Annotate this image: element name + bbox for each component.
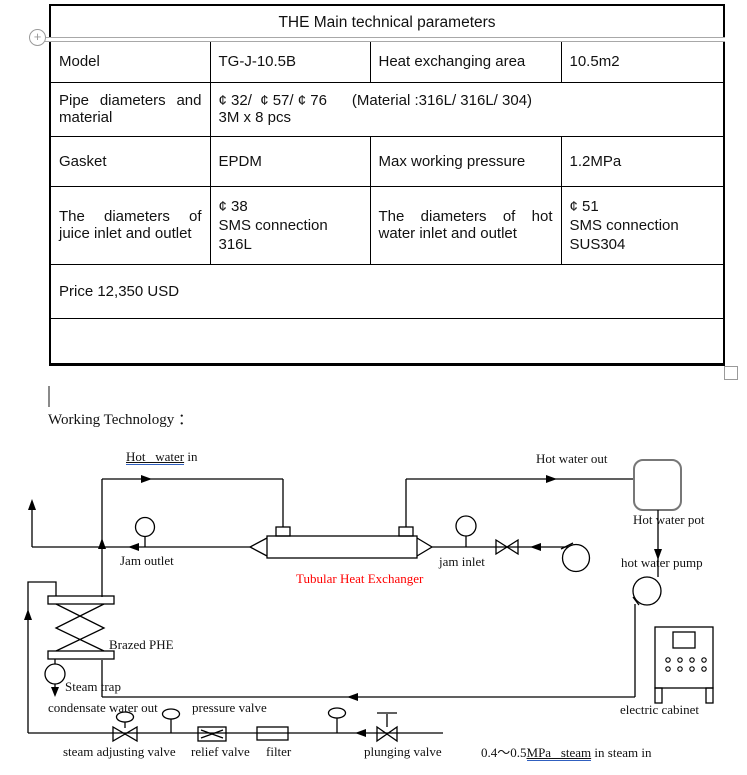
arrow-up-icon	[24, 609, 32, 620]
cell-price: Price 12,350 USD	[49, 263, 725, 319]
electric-cabinet-label: electric cabinet	[620, 702, 700, 717]
steam-spec-label: 0.4～0.5MPa steam in steam in	[481, 745, 652, 761]
tubular-heat-exchanger-label: Tubular Heat Exchanger	[296, 571, 424, 586]
horizontal-rule-artifact	[45, 37, 725, 42]
relief-valve-icon	[197, 726, 227, 742]
hot-water-pot-icon	[633, 459, 682, 511]
steam-adjusting-valve-icon	[112, 711, 138, 743]
jam-pump-icon	[560, 542, 591, 573]
table-row	[49, 317, 725, 365]
cell-empty	[49, 317, 725, 365]
arrow-up-icon	[28, 499, 36, 510]
hot-water-pump-icon	[632, 576, 662, 606]
hot-water-out-pipe	[405, 478, 634, 527]
hot-water-out-label: Hot water out	[536, 451, 608, 466]
cell-pipe-label: Pipe diameters and material	[49, 81, 211, 137]
plunging-valve-label: plunging valve	[364, 744, 442, 759]
table-row: Price 12,350 USD	[49, 263, 725, 319]
arrow-right-icon	[546, 475, 557, 483]
pump-return-pipe	[101, 604, 636, 698]
cell-juice-value: ¢ 38 SMS connection 316L	[209, 185, 371, 265]
table-row: Pipe diameters and material ¢ 32/ ¢ 57/ …	[49, 81, 725, 137]
tubular-heat-exchanger-icon	[248, 535, 434, 559]
pressure-gauge-icon	[134, 516, 156, 547]
arrow-left-icon	[128, 543, 139, 551]
table-row: The diameters of juice inlet and outlet …	[49, 185, 725, 265]
steam-trap-label: Steam trap	[65, 679, 121, 694]
exchanger-left-nozzle	[275, 526, 291, 537]
flow-arrows	[24, 475, 662, 737]
electric-cabinet-icon	[654, 626, 714, 704]
pressure-valve-icon	[161, 708, 181, 733]
jam-inlet-valve-icon	[495, 538, 519, 556]
hot-water-in-pipe	[101, 478, 284, 597]
condensate-water-out-label: condensate water out	[48, 700, 158, 715]
arrow-left-icon	[530, 543, 541, 551]
pressure-valve-label: pressure valve	[192, 700, 267, 715]
arrow-down-icon	[654, 549, 662, 560]
jam-outlet-pipe	[31, 508, 250, 548]
cell-hotwater-label: The diameters of hot water inlet and out…	[369, 185, 562, 265]
text-cursor	[48, 386, 50, 407]
arrow-left-icon	[355, 729, 366, 737]
exchanger-right-nozzle	[398, 526, 414, 537]
parameters-table: THE Main technical parameters Model TG-J…	[49, 4, 726, 366]
pipe-value-line2: 3M x 8 pcs	[218, 109, 292, 126]
cell-hotwater-value: ¢ 51 SMS connection SUS304	[560, 185, 725, 265]
pipe-value-line1: ¢ 32/ ¢ 57/ ¢ 76 (Material :316L/ 316L/ …	[218, 92, 533, 109]
arrow-up-icon	[98, 538, 106, 549]
steam-adjusting-valve-label: steam adjusting valve	[63, 744, 176, 759]
table-resize-handle-icon[interactable]	[724, 366, 738, 380]
steam-trap-icon	[44, 659, 66, 691]
cell-gasket-label: Gasket	[49, 135, 211, 187]
arrow-left-icon	[347, 693, 358, 701]
cell-pipe-value: ¢ 32/ ¢ 57/ ¢ 76 (Material :316L/ 316L/ …	[209, 81, 725, 137]
table-row: Model TG-J-10.5B Heat exchanging area 10…	[49, 39, 725, 83]
hot-water-pot-label: Hot water pot	[633, 512, 705, 527]
pressure-gauge-icon	[455, 515, 477, 547]
hot-water-in-underlined: Hot water	[126, 449, 185, 465]
filter-label: filter	[266, 744, 292, 759]
cell-gasket-value: EPDM	[209, 135, 371, 187]
cell-juice-label: The diameters of juice inlet and outlet	[49, 185, 211, 265]
cell-area-label: Heat exchanging area	[369, 39, 562, 83]
steam-gauge-icon	[327, 707, 347, 733]
brazed-phe-label: Brazed PHE	[109, 637, 174, 652]
arrow-down-icon	[51, 687, 59, 697]
cell-model-label: Model	[49, 39, 211, 83]
filter-icon	[256, 726, 289, 741]
steam-riser-pipe	[27, 581, 57, 733]
steam-spec-underlined: MPa steam	[526, 745, 592, 761]
jam-inlet-label: jam inlet	[439, 554, 485, 569]
section-heading: Working Technology ：	[48, 412, 193, 428]
relief-valve-label: relief valve	[191, 744, 250, 759]
table-row: Gasket EPDM Max working pressure 1.2MPa	[49, 135, 725, 187]
hot-water-in-label: Hot water in	[126, 449, 198, 465]
cell-pressure-label: Max working pressure	[369, 135, 562, 187]
hot-water-pump-label: hot water pump	[621, 555, 703, 570]
brazed-phe-icon	[47, 595, 115, 660]
plunging-valve-icon	[376, 712, 398, 743]
object-anchor-icon[interactable]: +	[29, 29, 46, 46]
arrow-right-icon	[141, 475, 152, 483]
jam-outlet-label: Jam outlet	[120, 553, 174, 568]
cell-pressure-value: 1.2MPa	[560, 135, 725, 187]
